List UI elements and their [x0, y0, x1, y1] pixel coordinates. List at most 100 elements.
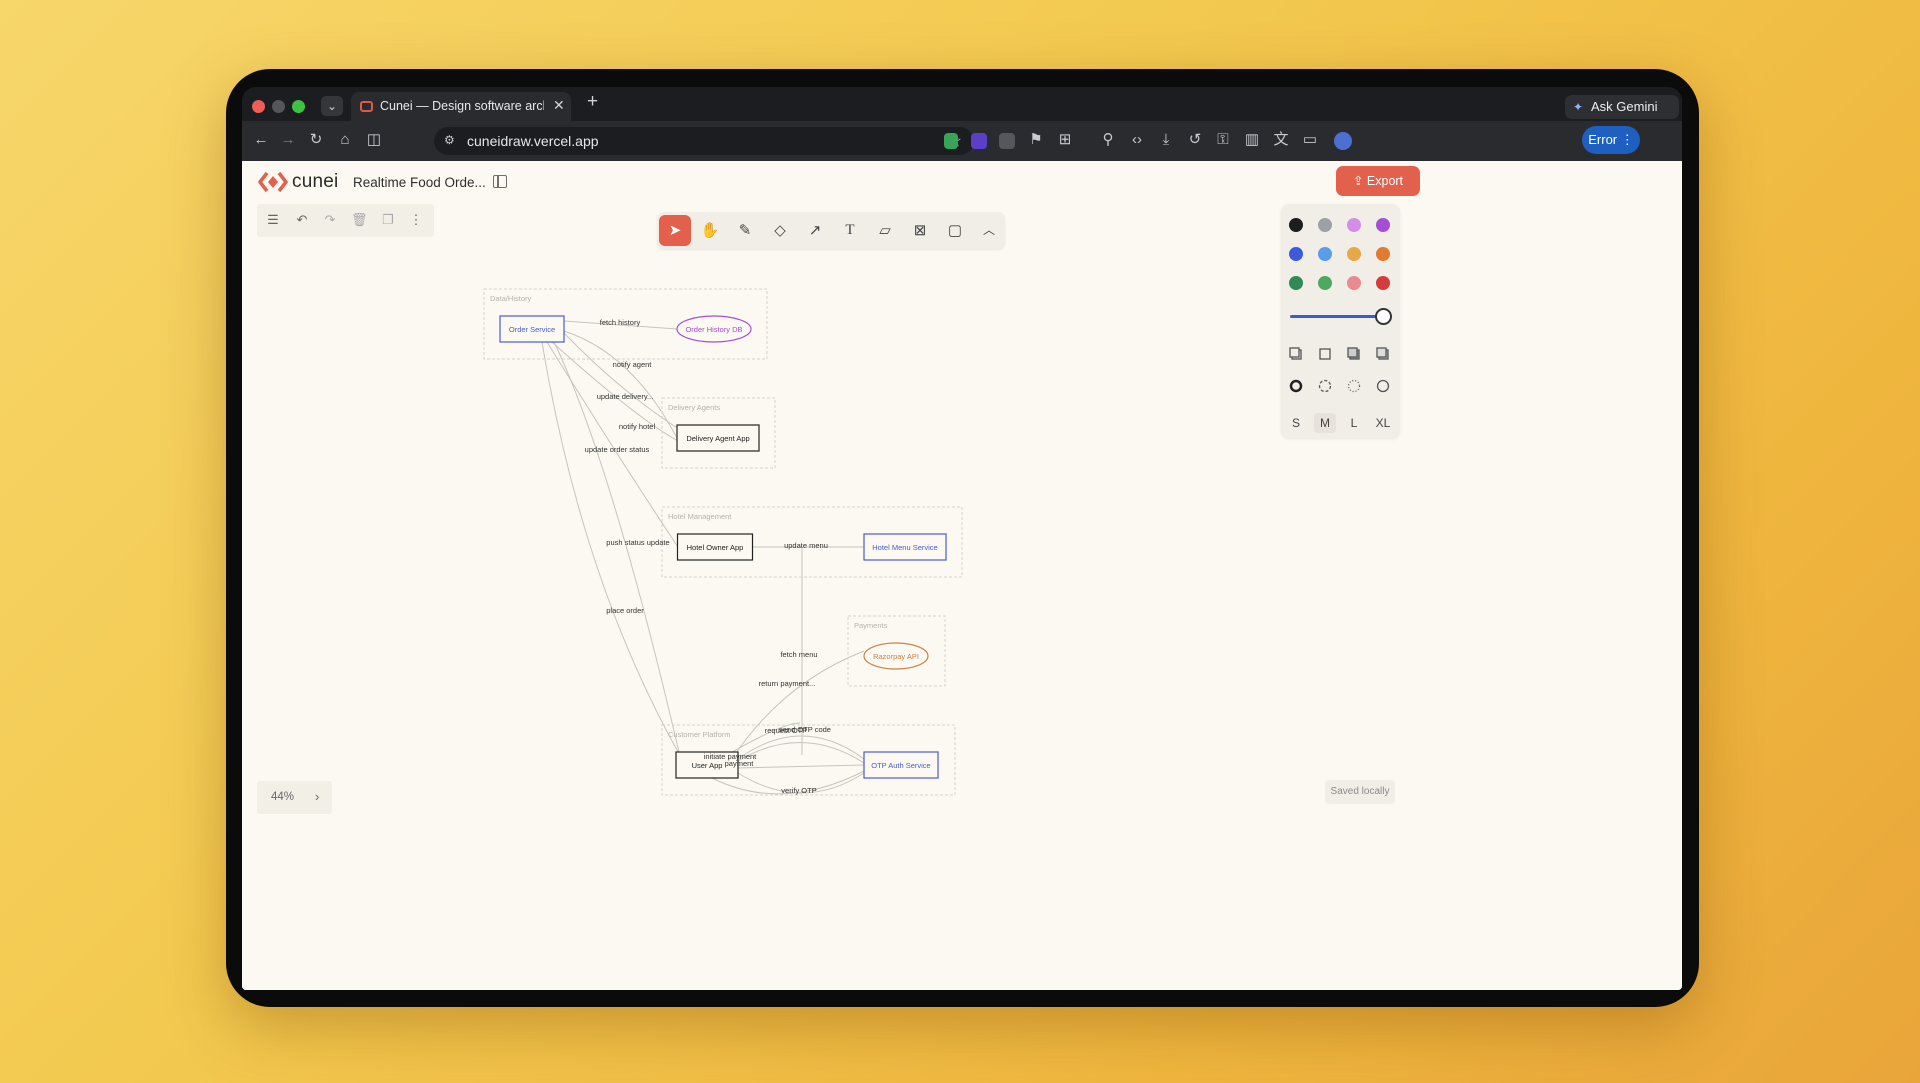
text-tool[interactable]: T [834, 215, 866, 246]
group-frame[interactable] [661, 724, 956, 796]
extension-badge-icon[interactable] [971, 133, 987, 149]
chevron-right-icon[interactable]: › [315, 789, 320, 804]
color-swatch[interactable] [1347, 276, 1361, 290]
incognito-icon[interactable]: ⚲ [1102, 131, 1114, 148]
forward-arrow-icon[interactable]: → [280, 131, 296, 148]
drawing-canvas[interactable]: ☰ ↶ ↷ 🗑 ❐ ⋮ ➤ ✋ ✎ ◇ ↗ T ▱ ⊠ ▢ ︿ [242, 203, 1682, 990]
arrow-tool[interactable]: ↗ [799, 215, 831, 246]
connector-line[interactable] [563, 332, 683, 432]
connector-line[interactable] [563, 320, 678, 330]
connector-line[interactable] [563, 330, 678, 439]
color-swatch[interactable] [1376, 218, 1390, 232]
rectangle-tool[interactable]: ▢ [939, 215, 971, 246]
profile-error-button[interactable]: Error ⋮ [1582, 126, 1640, 154]
color-swatch[interactable] [1376, 276, 1390, 290]
back-arrow-icon[interactable]: ← [253, 131, 269, 148]
note-tool[interactable]: ▱ [869, 215, 901, 246]
node-box[interactable] [676, 424, 760, 452]
connector-line[interactable] [553, 341, 683, 766]
stroke-dashed-icon[interactable] [1318, 379, 1332, 393]
stroke-solid-icon[interactable] [1289, 379, 1303, 393]
connector-line[interactable] [546, 341, 679, 548]
size-option-xl[interactable]: XL [1375, 416, 1391, 430]
color-swatch[interactable] [1289, 276, 1303, 290]
color-swatch[interactable] [1318, 276, 1332, 290]
close-tab-icon[interactable]: ✕ [553, 97, 565, 113]
color-swatch[interactable] [1347, 247, 1361, 261]
undo-icon[interactable]: ↶ [296, 212, 308, 227]
node-box[interactable] [863, 751, 939, 779]
split-view-icon[interactable]: ◫ [366, 131, 382, 148]
devices-icon[interactable]: ▭ [1302, 131, 1318, 148]
export-button[interactable]: ⇪ Export [1336, 166, 1420, 196]
more-tools-button[interactable]: ︿ [973, 215, 1005, 246]
reload-icon[interactable]: ↻ [309, 131, 323, 148]
new-tab-button[interactable]: + [587, 91, 599, 112]
color-swatch[interactable] [1318, 218, 1332, 232]
home-icon[interactable]: ⌂ [340, 131, 350, 148]
code-icon[interactable]: ‹› [1132, 131, 1142, 148]
color-swatch[interactable] [1318, 247, 1332, 261]
history-icon[interactable]: ↺ [1188, 131, 1202, 148]
translate-icon[interactable]: 文 [1273, 131, 1289, 148]
stroke-thin-icon[interactable] [1376, 379, 1390, 393]
maximize-window-button[interactable] [292, 100, 305, 113]
minimize-window-button[interactable] [272, 100, 285, 113]
shield-extension-icon[interactable] [944, 133, 958, 149]
cloud-extension-icon[interactable] [999, 133, 1015, 149]
size-option-m[interactable]: M [1314, 413, 1336, 433]
color-swatch[interactable] [1289, 247, 1303, 261]
document-title[interactable]: Realtime Food Orde... [353, 175, 486, 190]
pen-tool[interactable]: ✎ [729, 215, 761, 246]
address-bar[interactable]: ⚙ cuneidraw.vercel.app ☆ [434, 127, 974, 155]
more-options-icon[interactable]: ⋮ [409, 212, 423, 227]
color-swatch[interactable] [1376, 247, 1390, 261]
key-icon[interactable]: ⚿ [1217, 131, 1229, 148]
color-swatch[interactable] [1347, 218, 1361, 232]
site-settings-icon[interactable]: ⚙ [444, 133, 455, 147]
connector-line[interactable] [731, 650, 865, 760]
tab-cunei[interactable]: Cunei — Design software architecture ✕ [351, 92, 571, 121]
color-swatch[interactable] [1289, 218, 1303, 232]
connector-line[interactable] [541, 341, 683, 760]
group-frame[interactable] [661, 397, 776, 469]
fill-pattern-icon[interactable] [1376, 347, 1390, 361]
delete-icon[interactable]: 🗑 [351, 212, 368, 227]
node-ellipse[interactable] [863, 642, 929, 670]
select-tool[interactable]: ➤ [659, 215, 691, 246]
sidebar-toggle-icon[interactable] [493, 175, 507, 188]
trash-icon[interactable]: ▥ [1244, 131, 1260, 148]
ask-gemini-button[interactable]: ✦ Ask Gemini [1565, 95, 1679, 119]
gift-icon[interactable]: ⚑ [1029, 131, 1043, 148]
node-box[interactable] [863, 533, 947, 561]
node-box[interactable] [676, 533, 754, 561]
connector-line[interactable] [737, 735, 865, 760]
stroke-dotted-icon[interactable] [1347, 379, 1361, 393]
node-box[interactable] [675, 751, 739, 779]
image-tool[interactable]: ⊠ [904, 215, 936, 246]
size-option-s[interactable]: S [1291, 416, 1300, 430]
duplicate-icon[interactable]: ❐ [382, 212, 394, 227]
connector-line[interactable] [711, 770, 865, 795]
zoom-control[interactable]: 44% › [257, 781, 332, 814]
size-option-l[interactable]: L [1350, 416, 1358, 430]
close-window-button[interactable] [252, 100, 265, 113]
connector-line[interactable] [737, 772, 865, 794]
connector-line[interactable] [726, 722, 801, 756]
tab-search-button[interactable]: ⌄ [321, 96, 343, 116]
fill-solid-icon[interactable] [1347, 347, 1361, 361]
eraser-tool[interactable]: ◇ [764, 215, 796, 246]
connector-line[interactable] [737, 742, 865, 764]
download-icon[interactable]: ⤓ [1162, 131, 1170, 148]
profile-avatar[interactable] [1334, 132, 1352, 150]
menu-icon[interactable]: ☰ [267, 212, 279, 227]
group-frame[interactable] [847, 615, 946, 687]
puzzle-icon[interactable]: ⊞ [1058, 131, 1072, 148]
redo-icon[interactable]: ↷ [324, 212, 336, 227]
group-frame[interactable] [483, 288, 768, 360]
fill-semi-icon[interactable] [1318, 347, 1332, 361]
node-ellipse[interactable] [676, 315, 752, 343]
group-frame[interactable] [661, 506, 963, 578]
connector-line[interactable] [737, 764, 865, 769]
opacity-slider[interactable] [1290, 315, 1382, 318]
